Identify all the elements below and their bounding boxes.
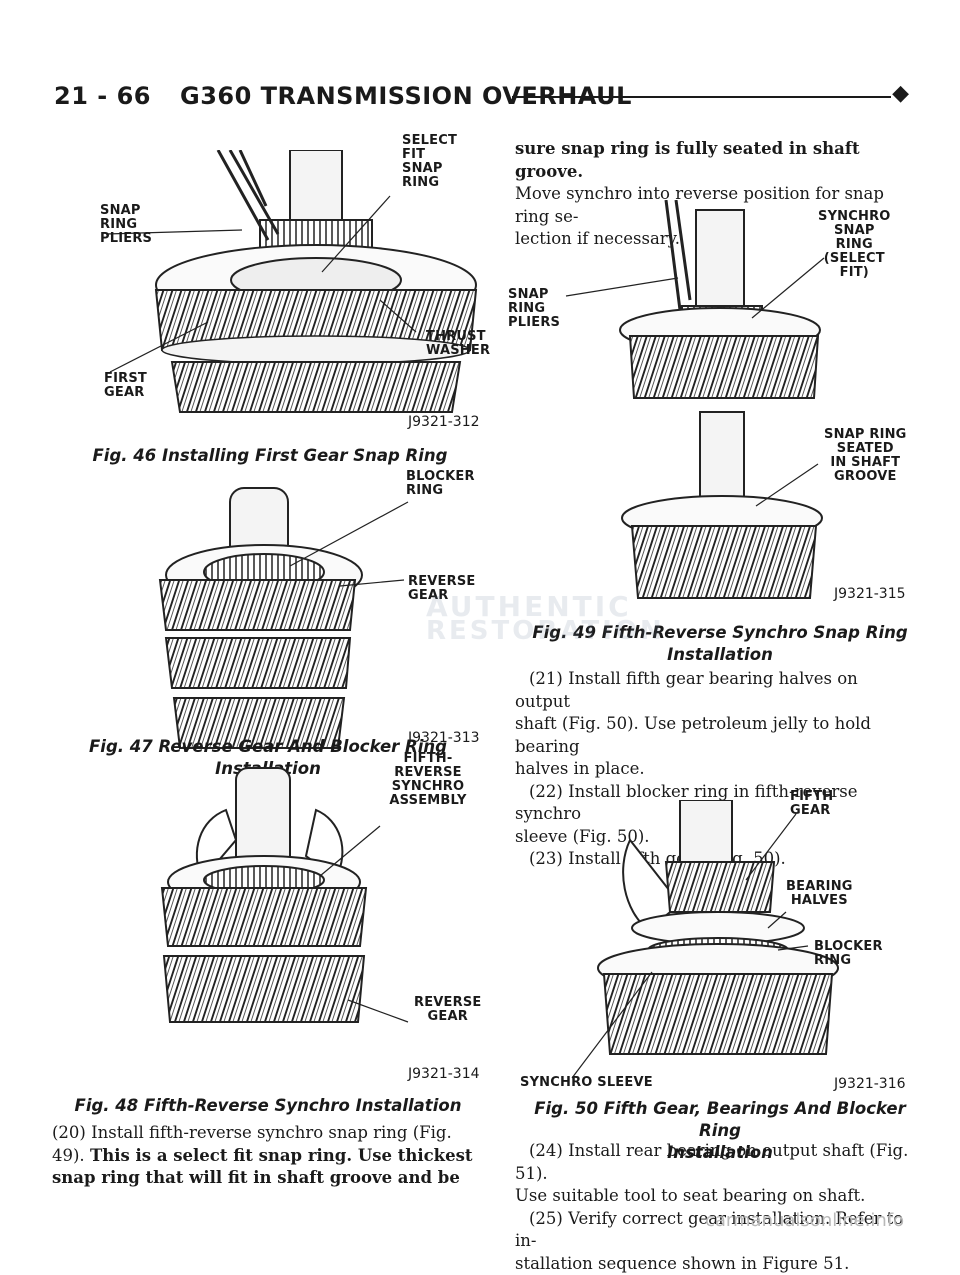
step-21-line-1: (21) Install fifth gear bearing halves o… [515,668,915,713]
step-25-line-2: stallation sequence shown in Figure 51. [515,1253,915,1275]
figure-id: J9321-312 [408,414,480,430]
fig48-illustration [150,760,480,1080]
header-rule [512,96,891,98]
figure-50: FIFTH GEAR BEARING HALVES BLOCKER RING S… [520,800,920,1090]
diamond-marker-icon: ◆ [892,81,909,106]
step-20-line-2-bold: This is a select fit snap ring. Use thic… [90,1146,473,1165]
step-20-line-3-bold: snap ring that will fit in shaft groove … [52,1168,460,1187]
label-thrust-washer: THRUST WASHER [426,330,490,358]
figure-46: SELECT FIT SNAP RING SNAP RING PLIERS TH… [90,150,490,440]
step-20-paragraph: (20) Install fifth-reverse synchro snap … [52,1122,497,1190]
label-snap-ring-pliers: SNAP RING PLIERS [508,288,560,330]
right-line-1: sure snap ring is fully seated in shaft … [515,138,915,183]
label-snap-ring-seated-in-shaft-groove: SNAP RING SEATED IN SHAFT GROOVE [824,428,907,484]
site-watermark: carmanualsonline.info [705,1210,904,1231]
step-21-line-3: halves in place. [515,758,915,781]
watermark: AUTHENTIC RESTORATION [360,590,660,660]
label-synchro-snap-ring-select-fit: SYNCHRO SNAP RING (SELECT FIT) [818,210,891,280]
label-bearing-halves: BEARING HALVES [786,880,853,908]
label-reverse-gear: REVERSE GEAR [414,996,482,1024]
label-fifth-reverse-synchro-assembly: FIFTH-REVERSE SYNCHRO ASSEMBLY [376,752,480,808]
page-header: 21 - 66 G360 TRANSMISSION OVERHAUL ◆ [54,82,909,112]
step-20-line-2-plain: 49). [52,1146,90,1165]
fig50-caption-line-1: Fig. 50 Fifth Gear, Bearings And Blocker… [520,1098,920,1142]
steps-24-25-paragraph: (24) Install rear bearing on output shaf… [515,1140,915,1275]
figure-id: J9321-315 [834,586,906,602]
step-24-line-1: (24) Install rear bearing on output shaf… [515,1140,915,1185]
figure-48: FIFTH-REVERSE SYNCHRO ASSEMBLY REVERSE G… [150,760,480,1080]
step-20-line-2: 49). This is a select fit snap ring. Use… [52,1145,497,1168]
label-fifth-gear: FIFTH GEAR [790,790,833,818]
fig48-caption: Fig. 48 Fifth-Reverse Synchro Installati… [48,1095,488,1117]
label-blocker-ring: BLOCKER RING [406,470,475,498]
label-snap-ring-pliers: SNAP RING PLIERS [100,204,152,246]
fig46-illustration [90,150,490,440]
fig46-caption: Fig. 46 Installing First Gear Snap Ring [60,445,480,467]
label-blocker-ring: BLOCKER RING [814,940,920,968]
figure-id: J9321-316 [834,1076,906,1092]
label-first-gear: FIRST GEAR [104,372,147,400]
watermark-line-2: RESTORATION [426,616,665,646]
right-line-1-bold: sure snap ring is fully seated in shaft … [515,139,860,181]
label-synchro-sleeve: SYNCHRO SLEEVE [520,1076,653,1090]
page-number: 21 - 66 [54,82,151,110]
step-21-line-2: shaft (Fig. 50). Use petroleum jelly to … [515,713,915,758]
step-20-line-3: snap ring that will fit in shaft groove … [52,1167,497,1190]
figure-49: SYNCHRO SNAP RING (SELECT FIT) SNAP RING… [500,200,920,610]
label-select-fit-snap-ring: SELECT FIT SNAP RING [402,134,457,190]
figure-id: J9321-314 [408,1066,480,1082]
step-24-line-2: Use suitable tool to seat bearing on sha… [515,1185,915,1208]
step-20-line-1: (20) Install fifth-reverse synchro snap … [52,1122,497,1145]
